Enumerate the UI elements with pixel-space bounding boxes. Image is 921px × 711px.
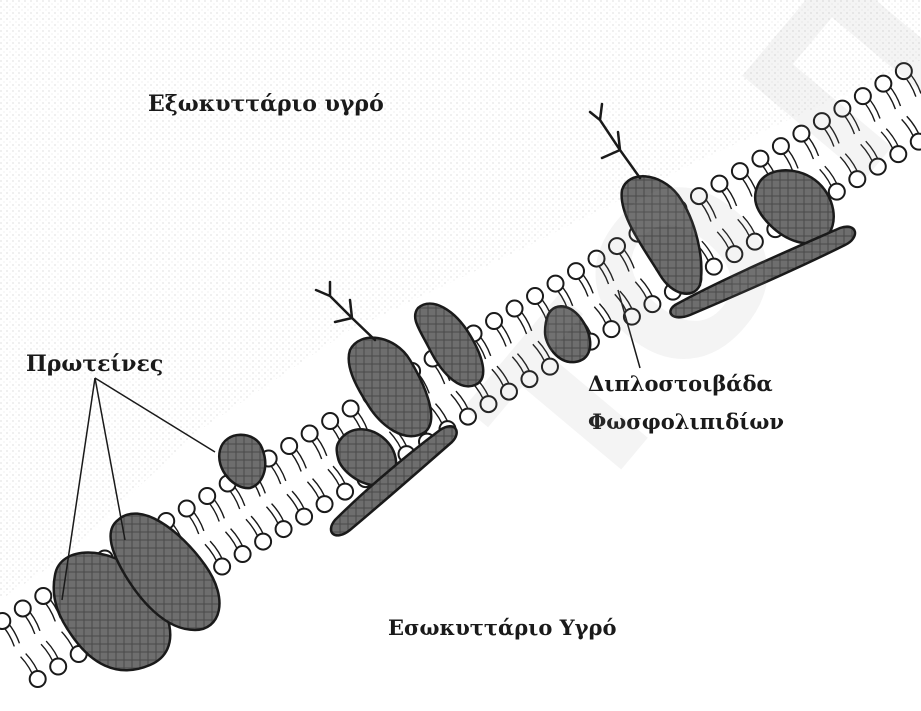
phospholipid-head [568,263,584,279]
phospholipid-head [548,276,564,292]
phospholipid-head [542,359,558,375]
phospholipid-head [747,234,763,250]
phospholipid-head [0,613,10,629]
phospholipid-head [30,671,46,687]
phospholipid-head [276,521,292,537]
phospholipid-head [711,176,727,192]
phospholipid-head [644,296,660,312]
phospholipid-head [507,301,523,317]
phospholipid-head [15,600,31,616]
phospholipid-head [603,321,619,337]
protein-6 [415,304,483,387]
phospholipid-head [281,438,297,454]
phospholipid-head [911,134,921,150]
phospholipid-head [814,113,830,129]
phospholipid-head [849,171,865,187]
phospholipid-head [501,384,517,400]
phospholipid-head [691,188,707,204]
phospholipid-head [829,184,845,200]
protein-4 [349,338,432,436]
proteins-label: Πρωτείνες [26,352,163,376]
phospholipid-head [235,546,251,562]
pointer-line-4 [618,290,640,368]
phospholipid-head [255,534,271,550]
phospholipid-head [322,413,338,429]
phospholipid-head [296,509,312,525]
phospholipid-head [773,138,789,154]
phospholipid-head [896,63,912,79]
phospholipid-head [199,488,215,504]
phospholipid-head [752,151,768,167]
phospholipid-head [480,396,496,412]
bilayer-label-line2: Φωσφολιπιδίων [588,410,784,433]
phospholipid-head [890,146,906,162]
phospholipid-head [855,88,871,104]
phospholipid-head [793,126,809,142]
phospholipid-head [521,371,537,387]
phospholipid-head [527,288,543,304]
extracellular-shading [0,0,921,600]
protein-9 [755,170,834,243]
phospholipid-head [214,559,230,575]
phospholipid-head [609,238,625,254]
phospholipid-head [834,101,850,117]
phospholipid-head [875,76,891,92]
phospholipid-head [706,259,722,275]
phospholipid-head [317,496,333,512]
phospholipid-head [486,313,502,329]
bilayer-label-line1: Διπλοστοιβάδα [588,372,773,395]
intracellular-fluid-label: Εσωκυττάριο Υγρό [388,616,617,639]
phospholipid-head [343,401,359,417]
phospholipid-head [302,426,318,442]
phospholipid-head [589,251,605,267]
phospholipid-head [726,246,742,262]
phospholipid-head [870,159,886,175]
phospholipid-head [624,309,640,325]
protein-7 [545,306,590,362]
phospholipid-head [337,484,353,500]
phospholipid-head [460,409,476,425]
phospholipid-head [35,588,51,604]
extracellular-fluid-label: Εξωκυττάριο υγρό [148,92,384,116]
phospholipid-head [179,501,195,517]
phospholipid-head [732,163,748,179]
phospholipid-head [50,659,66,675]
